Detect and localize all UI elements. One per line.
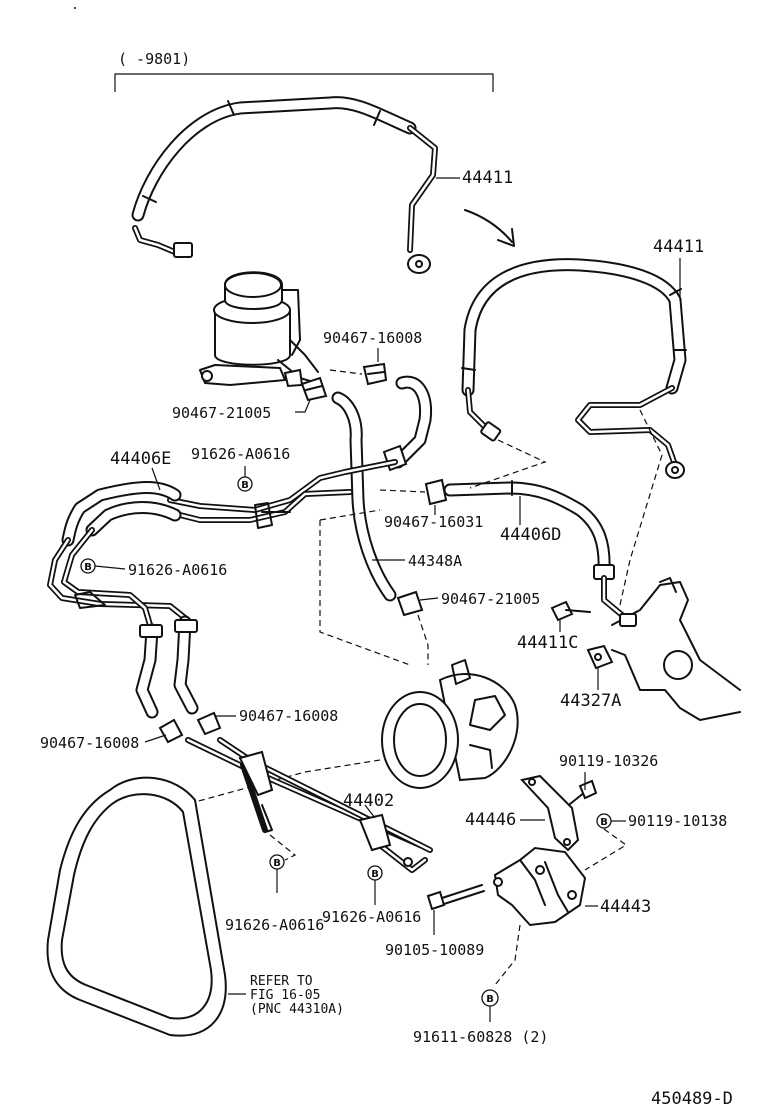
pressure-hose-upper xyxy=(131,96,438,274)
clip-90467-21005-top xyxy=(300,376,328,402)
b-mark-5: B xyxy=(596,813,612,829)
pipe-assembly-44406E xyxy=(47,459,398,628)
bracket-44446 xyxy=(520,774,580,852)
suction-hose xyxy=(382,375,433,472)
svg-text:B: B xyxy=(84,562,92,573)
label-clip-c: 90467-16031 xyxy=(384,513,483,531)
label-clip-e: 90467-16008 xyxy=(239,707,338,725)
cooler-tube-44402 xyxy=(185,737,433,873)
return-hose-44406D xyxy=(443,480,625,618)
drive-belt xyxy=(46,776,227,1037)
label-bracket-b: 44443 xyxy=(600,897,651,917)
label-hose-d: 44406D xyxy=(500,525,561,545)
print-dot xyxy=(74,7,76,9)
b-mark-2: B xyxy=(80,558,96,574)
label-hose-upper: 44411 xyxy=(462,168,513,188)
belt-ref-line-1: REFER TO xyxy=(250,974,313,989)
b-mark-6: B xyxy=(481,989,499,1007)
label-clamp-a: 44327A xyxy=(560,691,621,711)
label-clip-b: 90467-21005 xyxy=(172,404,271,422)
label-clip-d: 90467-21005 xyxy=(441,590,540,608)
svg-text:B: B xyxy=(486,994,494,1005)
clip-90467-16031 xyxy=(424,478,448,506)
clamp-44327A xyxy=(586,644,614,670)
label-hose-right: 44411 xyxy=(653,237,704,257)
steering-gear xyxy=(611,577,741,721)
label-bolt-d: 90119-10138 xyxy=(628,812,727,830)
label-tube-assy: 44402 xyxy=(343,791,394,811)
svg-text:B: B xyxy=(241,480,249,491)
range-bracket: ( -9801) xyxy=(114,50,494,92)
flare-nut xyxy=(173,242,193,258)
b-mark-4: B xyxy=(367,865,383,881)
range-label: ( -9801) xyxy=(118,50,190,68)
label-bolt-c: 90119-10326 xyxy=(559,752,658,770)
label-clip-f: 90467-16008 xyxy=(40,734,139,752)
return-hose-44348A xyxy=(331,391,397,602)
clip-90467-21005-lower xyxy=(396,590,424,617)
svg-text:B: B xyxy=(600,817,608,828)
power-steering-pump xyxy=(381,659,519,789)
belt-ref-line-3: (PNC 44310A) xyxy=(250,1002,344,1017)
label-bolt-e: 91626-A0616 xyxy=(225,916,324,934)
label-hose-a: 44348A xyxy=(408,552,462,570)
lower-hoses xyxy=(135,615,222,744)
b-mark-1: B xyxy=(237,476,253,492)
label-clip-a: 90467-16008 xyxy=(323,329,422,347)
label-bolt-a: 91626-A0616 xyxy=(191,445,290,463)
bolt-90105-10089 xyxy=(426,884,485,911)
belt-ref-line-2: FIG 16-05 xyxy=(250,988,320,1003)
svg-text:B: B xyxy=(273,858,281,869)
label-union-c: 44411C xyxy=(517,633,578,653)
reservoir-tank xyxy=(199,271,321,388)
change-arrow xyxy=(464,209,515,247)
clip-90467-16008-top xyxy=(362,362,388,386)
label-bolt-g: 90105-10089 xyxy=(385,941,484,959)
bracket-44443 xyxy=(493,846,587,927)
pressure-hose-right xyxy=(461,258,687,479)
label-pipe-e: 44406E xyxy=(110,449,171,469)
label-bolt-f: 91626-A0616 xyxy=(322,908,421,926)
svg-text:B: B xyxy=(371,869,379,880)
figure-id: 450489-D xyxy=(651,1089,733,1109)
label-bolt-b: 91626-A0616 xyxy=(128,561,227,579)
label-bracket-a: 44446 xyxy=(465,810,516,830)
union-fitting xyxy=(550,600,591,622)
label-bolt-h: 91611-60828 (2) xyxy=(413,1028,548,1046)
b-mark-3: B xyxy=(269,854,285,870)
